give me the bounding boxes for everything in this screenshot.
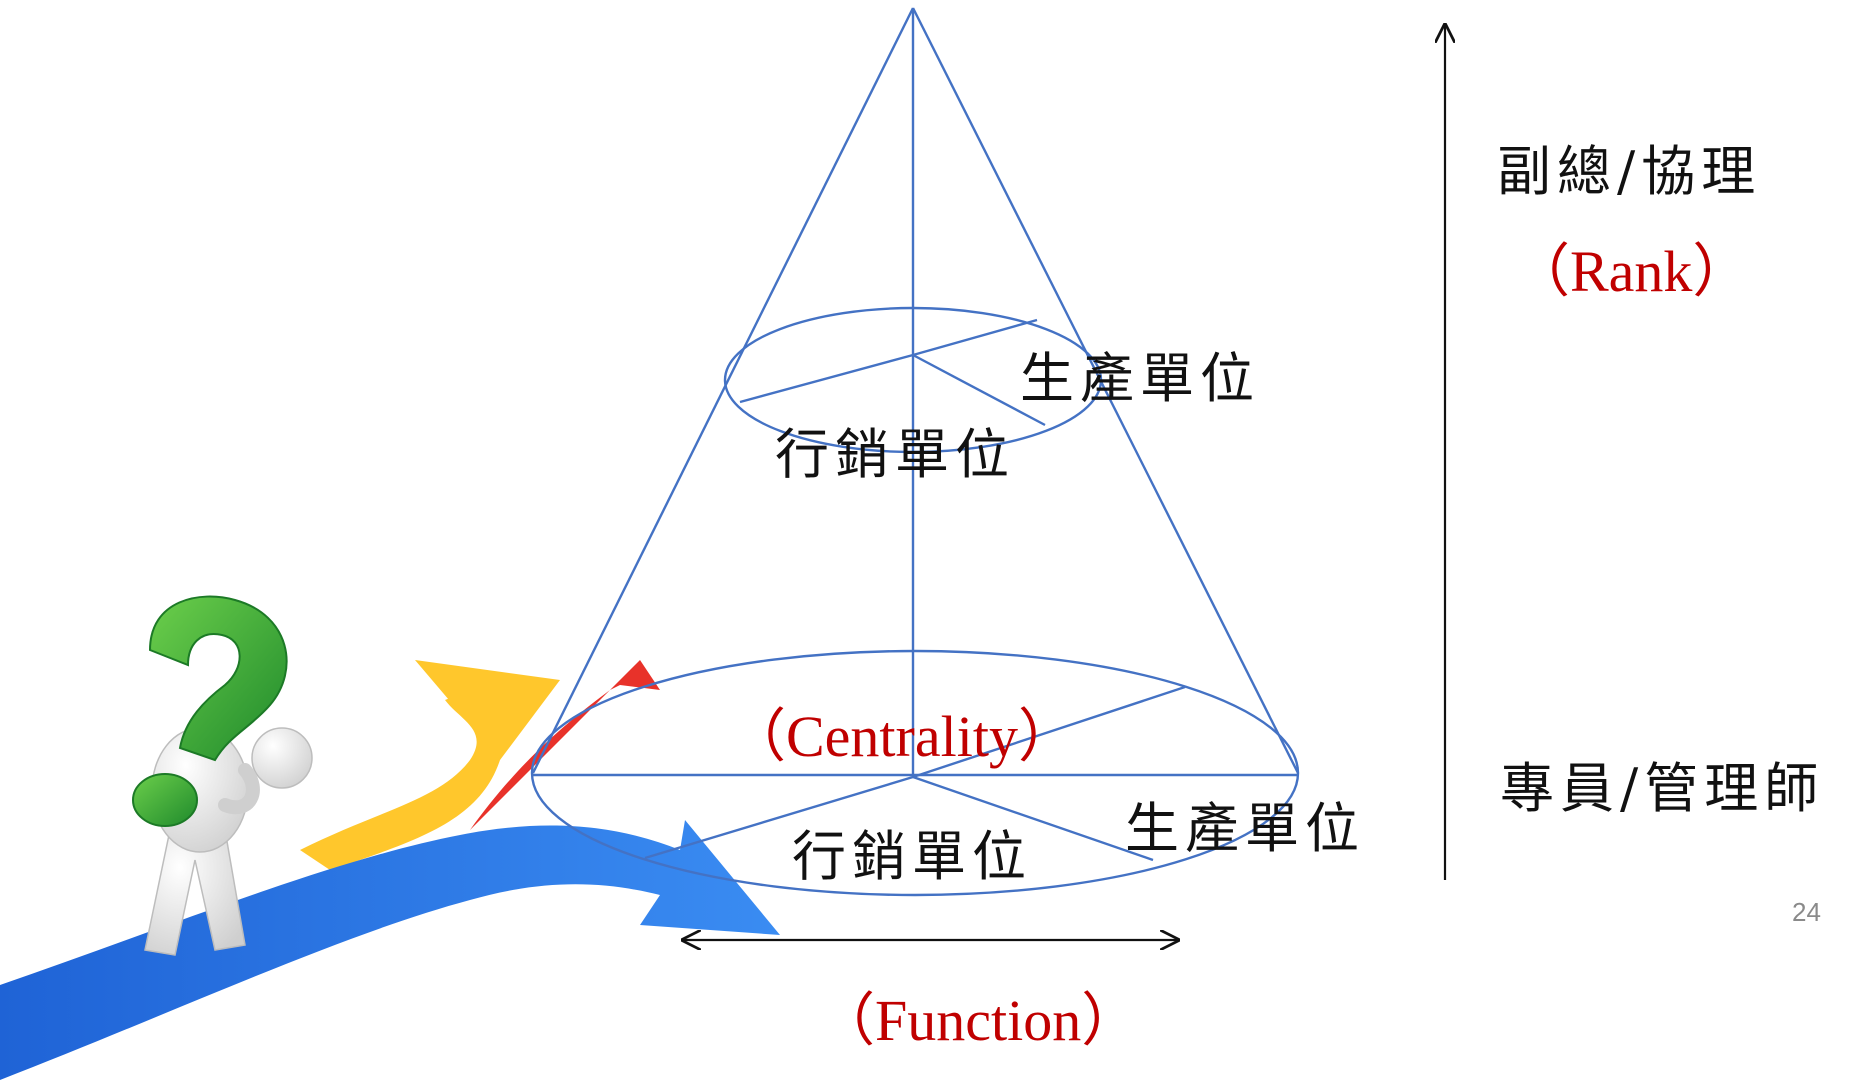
page-number: 24 xyxy=(1792,897,1821,927)
road-arrows-illustration xyxy=(0,660,780,1080)
lower-ring-divider-upper-right xyxy=(912,685,1186,779)
cone-left-edge xyxy=(531,7,915,774)
lower-ring-divider-lower-right xyxy=(912,775,1154,862)
cone-right-edge xyxy=(911,7,1300,774)
person-with-question-mark-illustration xyxy=(132,595,313,956)
cone-diagram xyxy=(530,7,1300,897)
figure-legs xyxy=(144,829,246,956)
rank-top-level-label: 副總/協理 xyxy=(1497,140,1762,203)
upper-ring-right-unit-label: 生產單位 xyxy=(1020,347,1260,410)
question-mark-icon xyxy=(148,595,288,762)
centrality-label: （Centrality） xyxy=(728,704,1076,769)
lower-ring-divider-lower-left xyxy=(644,775,914,860)
upper-ring-divider-lower-right xyxy=(912,353,1046,427)
upper-ring-divider-upper-right xyxy=(912,318,1038,357)
lower-ring-right-unit-label: 生產單位 xyxy=(1125,797,1365,860)
rank-label: （Rank） xyxy=(1512,239,1751,304)
lower-ring xyxy=(530,649,1300,897)
figure-arm xyxy=(218,763,260,815)
yellow-arrow-head xyxy=(415,660,560,760)
upper-ring-left-unit-label: 行銷單位 xyxy=(775,423,1015,486)
upper-ring xyxy=(723,306,1103,454)
red-arrow-shape xyxy=(470,660,660,830)
question-mark-dot xyxy=(132,773,198,827)
figure-head xyxy=(251,727,313,789)
function-label: （Function） xyxy=(817,988,1140,1053)
upper-ring-divider-left xyxy=(739,353,914,404)
lower-ring-left-unit-label: 行銷單位 xyxy=(792,825,1032,888)
blue-arrow-shape xyxy=(0,820,780,1080)
rank-bottom-level-label: 專員/管理師 xyxy=(1500,757,1825,820)
